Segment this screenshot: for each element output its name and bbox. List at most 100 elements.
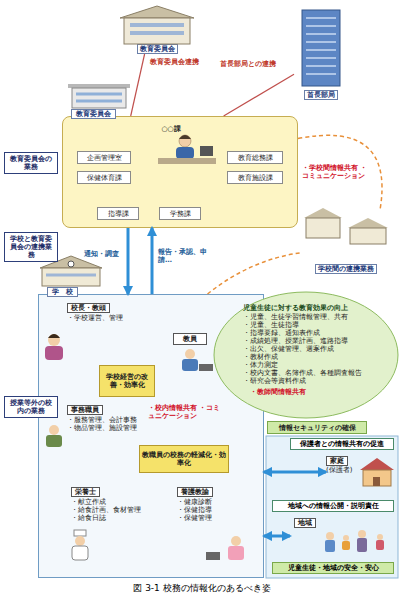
node-text: ・校内文書、名簿作成、各種調査報告 xyxy=(243,369,399,377)
connector xyxy=(224,74,294,116)
connector xyxy=(151,228,154,294)
edge-label: 首長部局との連携 xyxy=(220,60,288,68)
node-label: 教員 xyxy=(183,335,197,343)
section-box: 指導課 xyxy=(97,207,139,220)
body xyxy=(325,540,335,552)
section-box: 学務課 xyxy=(159,207,201,220)
goal-ellipse: 児童生徒に対する教育効果の向上・児童、生徒学習情報管理、共有・児童、生徒指導・指… xyxy=(213,291,399,419)
note-label: ・校内情報共有 ・コミュニケーション xyxy=(148,404,222,420)
connector xyxy=(264,535,290,538)
window xyxy=(306,18,336,74)
wall xyxy=(72,88,126,108)
note-label: 地域への情報公開・説明責任 xyxy=(272,500,394,512)
node-label: 教職員の校務の軽減化・効率化 xyxy=(142,451,226,467)
roof xyxy=(68,84,130,88)
node-text: ・成績処理、授業計画、進路指導 xyxy=(243,337,399,345)
node-label: 校長・教頭 xyxy=(67,303,110,313)
note-label: 授業等外の校内の業務 xyxy=(4,396,58,418)
group-box: 教育委員会○○課企画管理室保健体育課教育総務課教育施設課指導課学務課 xyxy=(62,116,298,228)
node-text: ・保健指導 xyxy=(177,506,212,514)
body xyxy=(357,538,367,552)
node-text: ・児童、生徒指導 xyxy=(243,321,399,329)
node-label: 指導課 xyxy=(108,210,129,218)
node-label: 情報セキュリティの確保 xyxy=(279,424,356,432)
goal-box: 情報セキュリティの確保 xyxy=(267,421,367,434)
party-box: 地域 xyxy=(290,516,396,558)
roof xyxy=(360,458,394,470)
section-label-box: ○○課 xyxy=(151,123,191,135)
ellipse-shape xyxy=(214,292,398,418)
node-label: 学務課 xyxy=(170,210,191,218)
node-label: 保健体育課 xyxy=(87,174,122,182)
node-text: ・健康診断 xyxy=(177,498,212,506)
node-text: ・研究会等資料作成 xyxy=(243,377,399,385)
wall xyxy=(306,218,340,238)
note-label: 教育委員会の業務 xyxy=(4,152,58,174)
edge-label: 教育委員会連携 xyxy=(150,58,216,66)
connector xyxy=(208,253,301,294)
board-main-building xyxy=(68,84,130,108)
wall xyxy=(363,470,391,486)
board-building xyxy=(120,6,194,44)
note-label: 保護者との情報共有の促進 xyxy=(290,438,394,450)
node-text: (保護者) xyxy=(326,466,352,474)
group-box: 学 校校長・教頭・学校運営、管理学校経営の改善・効率化教員児童生徒に対する教育効… xyxy=(38,294,264,578)
community-area xyxy=(266,436,398,578)
node-label: 教育委員会 xyxy=(71,109,116,119)
node-label: 児童生徒に対する教育効果の向上 xyxy=(243,304,399,312)
node-text: ・体力測定 xyxy=(243,361,399,369)
door xyxy=(373,477,380,486)
note-label: 児童生徒・地域の安全・安心 xyxy=(272,562,394,574)
building-node: 学校間の連携業務 xyxy=(300,210,392,274)
role-box: 養護教諭・健康診断・保健指導・保健管理 xyxy=(177,487,257,527)
window xyxy=(46,274,96,277)
goal-box: 学校経営の改善・効率化 xyxy=(99,365,155,397)
connector xyxy=(264,471,326,474)
edge-label: 通知・調査 xyxy=(84,250,124,258)
node-text: ・保健管理 xyxy=(177,514,212,522)
window xyxy=(130,31,184,35)
building-node: 首長部局 xyxy=(294,8,348,100)
head xyxy=(358,530,366,538)
node-label: 学校間の連携業務 xyxy=(315,264,377,274)
node-text: ・献立作成 xyxy=(71,498,106,506)
building-node: 教育委員会 xyxy=(118,8,196,54)
node-text: ・物品管理、施設管理 xyxy=(67,424,137,432)
head xyxy=(343,535,349,541)
wall xyxy=(350,228,386,244)
roof xyxy=(348,218,388,228)
node-label: 養護教諭 xyxy=(177,487,213,497)
figure-caption: 図 3-1 校務の情報化のあるべき姿 xyxy=(0,583,404,594)
role-box: 栄養士・献立作成・給食計画、食材管理・給食日誌 xyxy=(71,487,155,527)
section-box: 保健体育課 xyxy=(77,171,131,184)
goal-box: 教職員の校務の軽減化・効率化 xyxy=(139,445,229,473)
role-box: 教員 xyxy=(173,333,207,345)
node-label: 教育総務課 xyxy=(238,154,273,162)
node-label: 事務職員 xyxy=(67,405,103,415)
note-label: ・教師間情報共有 xyxy=(250,388,330,396)
body xyxy=(342,541,350,550)
wall xyxy=(302,10,340,86)
node-label: 企画管理室 xyxy=(87,154,122,162)
roof xyxy=(304,208,342,218)
node-text: ・指導要録、通知表作成 xyxy=(243,329,399,337)
edge-label: ・学校間情報共有 ・コミュニケーション xyxy=(302,164,374,180)
node-text: ・児童、生徒学習情報管理、共有 xyxy=(243,313,399,321)
note-label: 学校と教育委員会の連携業務 xyxy=(4,232,58,262)
node-text: ・出欠、保健管理、週案作成 xyxy=(243,345,399,353)
role-box: 校長・教頭・学校運営、管理 xyxy=(67,303,147,333)
section-box: 教育施設課 xyxy=(227,171,283,184)
role-box: 事務職員・服務管理、会計事務・物品管理、施設管理 xyxy=(67,405,143,441)
connector xyxy=(298,135,382,210)
school-buildings xyxy=(304,208,388,244)
node-label: ○○課 xyxy=(161,125,180,133)
node-label: 地域 xyxy=(294,518,316,528)
body xyxy=(376,540,384,550)
office-tower xyxy=(302,10,340,86)
node-label: 家庭 xyxy=(326,456,348,466)
node-text: ・学校運営、管理 xyxy=(67,314,123,322)
node-label: 教育委員会 xyxy=(137,44,178,54)
party-box: 家庭(保護者) xyxy=(326,454,394,488)
window xyxy=(130,23,184,27)
